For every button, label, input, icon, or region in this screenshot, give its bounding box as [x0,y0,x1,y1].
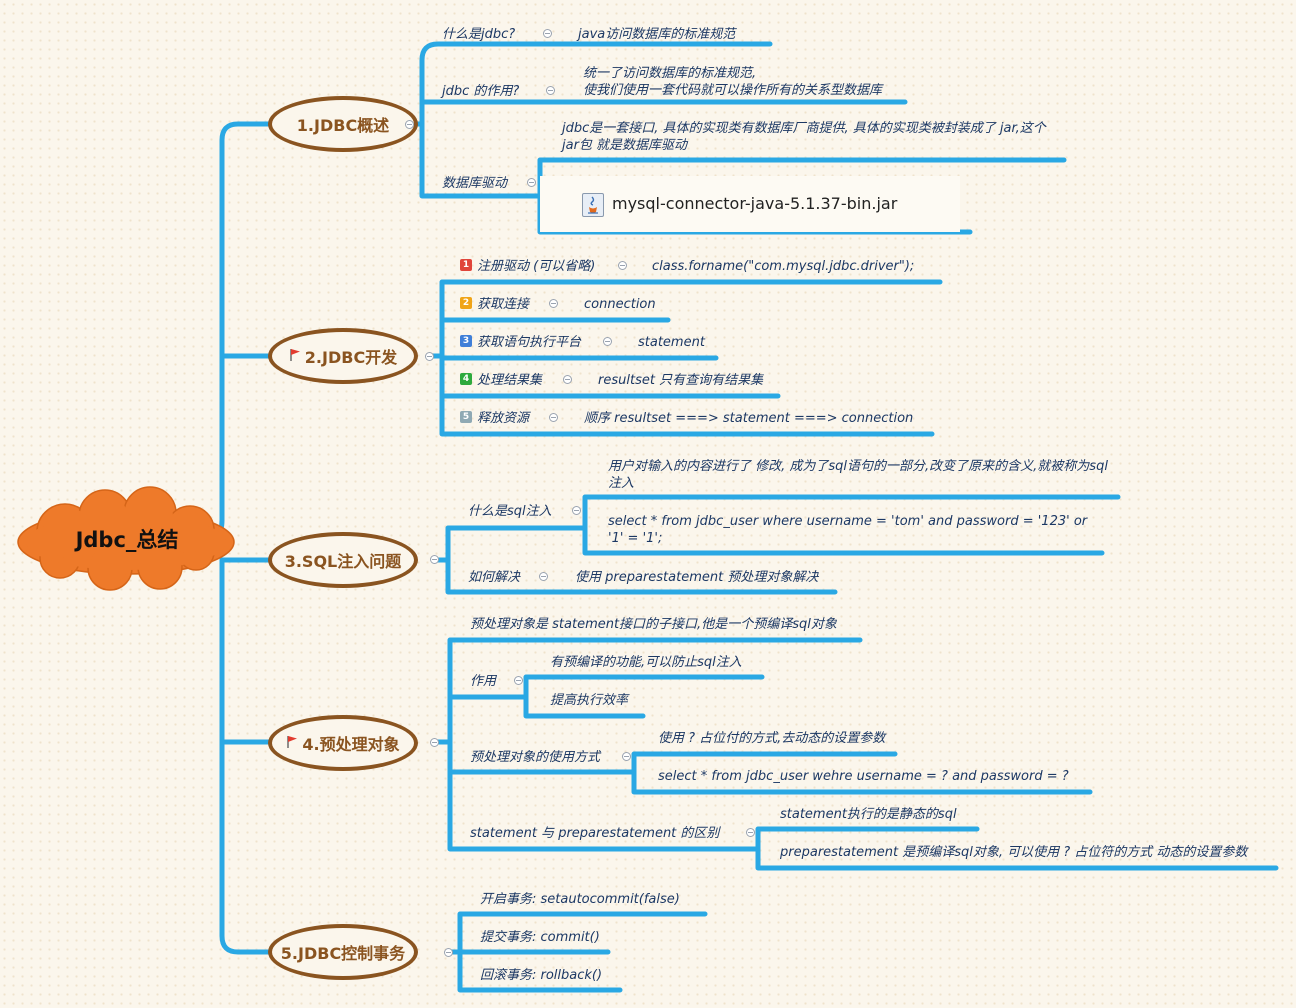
s2-step-label[interactable]: 处理结果集 [477,373,543,388]
s1-what-value[interactable]: java访问数据库的标准规范 [578,27,736,42]
priority-4-icon: 4 [460,373,472,385]
s4-use-item[interactable]: 使用 ? 占位付的方式,去动态的设置参数 [658,731,886,746]
topic-sql-injection[interactable]: 3.SQL注入问题 [268,532,418,588]
red-flag-icon [289,347,301,366]
collapse-toggle-icon[interactable] [746,828,755,837]
collapse-toggle-icon[interactable] [549,299,558,308]
s4-diff-label[interactable]: statement 与 preparestatement 的区别 [470,826,720,841]
collapse-toggle-icon[interactable] [572,506,581,515]
red-flag-icon [286,734,298,753]
priority-5-icon: 5 [460,411,472,423]
s1-driver-desc[interactable]: jdbc是一套接口, 具体的实现类有数据库厂商提供, 具体的实现类被封装成了 j… [562,121,1046,153]
collapse-toggle-icon[interactable] [563,375,572,384]
s1-what-label[interactable]: 什么是jdbc? [442,27,516,42]
s5-item[interactable]: 开启事务: setautocommit(false) [480,892,680,907]
s4-use-item[interactable]: select * from jdbc_user wehre username =… [658,769,1069,784]
collapse-toggle-icon[interactable] [527,178,536,187]
s4-use-label[interactable]: 预处理对象的使用方式 [470,750,601,765]
s2-step-value[interactable]: resultset 只有查询有结果集 [598,373,764,388]
jar-filename: mysql-connector-java-5.1.37-bin.jar [612,194,898,213]
topic-transaction-control[interactable]: 5.JDBC控制事务 [268,924,418,980]
priority-2-icon: 2 [460,297,472,309]
s4-diff-item[interactable]: statement执行的是静态的sql [780,807,957,822]
collapse-toggle-icon[interactable] [425,352,434,361]
s2-step-label[interactable]: 释放资源 [477,411,530,426]
s3-fix-value[interactable]: 使用 preparestatement 预处理对象解决 [575,570,819,585]
topic-title: 5.JDBC控制事务 [280,944,406,963]
s3-what-example[interactable]: select * from jdbc_user where username =… [608,514,1088,546]
s1-role-value-2[interactable]: 使我们使用一套代码就可以操作所有的关系型数据库 [583,83,883,98]
s4-definition[interactable]: 预处理对象是 statement接口的子接口,他是一个预编译sql对象 [470,617,837,632]
collapse-toggle-icon[interactable] [514,676,523,685]
collapse-toggle-icon[interactable] [622,752,631,761]
s1-role-value-1[interactable]: 统一了访问数据库的标准规范, [583,66,757,81]
s4-role-item[interactable]: 有预编译的功能,可以防止sql注入 [550,655,742,670]
s4-role-item[interactable]: 提高执行效率 [550,693,629,708]
topic-title: 2.JDBC开发 [304,348,398,367]
collapse-toggle-icon[interactable] [405,120,414,129]
s2-step-value[interactable]: class.forname("com.mysql.jdbc.driver"); [652,259,915,274]
priority-3-icon: 3 [460,335,472,347]
s2-step-label[interactable]: 获取连接 [477,297,530,312]
s5-item[interactable]: 提交事务: commit() [480,930,600,945]
collapse-toggle-icon[interactable] [603,337,612,346]
jar-attachment[interactable]: mysql-connector-java-5.1.37-bin.jar [540,176,960,232]
s1-driver-label[interactable]: 数据库驱动 [442,176,508,191]
s3-fix-label[interactable]: 如何解决 [468,570,521,585]
collapse-toggle-icon[interactable] [539,572,548,581]
s2-step-value[interactable]: 顺序 resultset ===> statement ===> connect… [584,411,914,426]
topic-title: 1.JDBC概述 [296,116,390,135]
java-jar-icon [582,193,604,217]
collapse-toggle-icon[interactable] [618,261,627,270]
collapse-toggle-icon[interactable] [444,948,453,957]
s2-step-value[interactable]: connection [584,297,656,312]
s2-step-label[interactable]: 获取语句执行平台 [477,335,582,350]
s5-item[interactable]: 回滚事务: rollback() [480,968,603,983]
collapse-toggle-icon[interactable] [543,29,552,38]
topic-title: 3.SQL注入问题 [284,552,402,571]
collapse-toggle-icon[interactable] [546,86,555,95]
topic-prepared-statement[interactable]: 4.预处理对象 [268,715,418,771]
s2-step-label[interactable]: 注册驱动 (可以省略) [477,259,596,274]
s4-diff-item[interactable]: preparestatement 是预编译sql对象, 可以使用 ? 占位符的方… [780,845,1248,860]
collapse-toggle-icon[interactable] [430,738,439,747]
s3-what-desc[interactable]: 用户对输入的内容进行了 修改, 成为了sql语句的一部分,改变了原来的含义,就被… [608,459,1108,491]
s4-role-label[interactable]: 作用 [470,674,497,689]
s2-step-value[interactable]: statement [638,335,705,350]
collapse-toggle-icon[interactable] [430,555,439,564]
s1-role-label[interactable]: jdbc 的作用? [442,84,520,99]
root-topic[interactable]: Jdbc_总结 [75,528,179,552]
collapse-toggle-icon[interactable] [549,413,558,422]
topic-jdbc-overview[interactable]: 1.JDBC概述 [268,96,418,152]
topic-title: 4.预处理对象 [302,735,400,754]
topic-jdbc-development[interactable]: 2.JDBC开发 [268,328,418,384]
priority-1-icon: 1 [460,259,472,271]
s3-what-label[interactable]: 什么是sql注入 [468,504,552,519]
